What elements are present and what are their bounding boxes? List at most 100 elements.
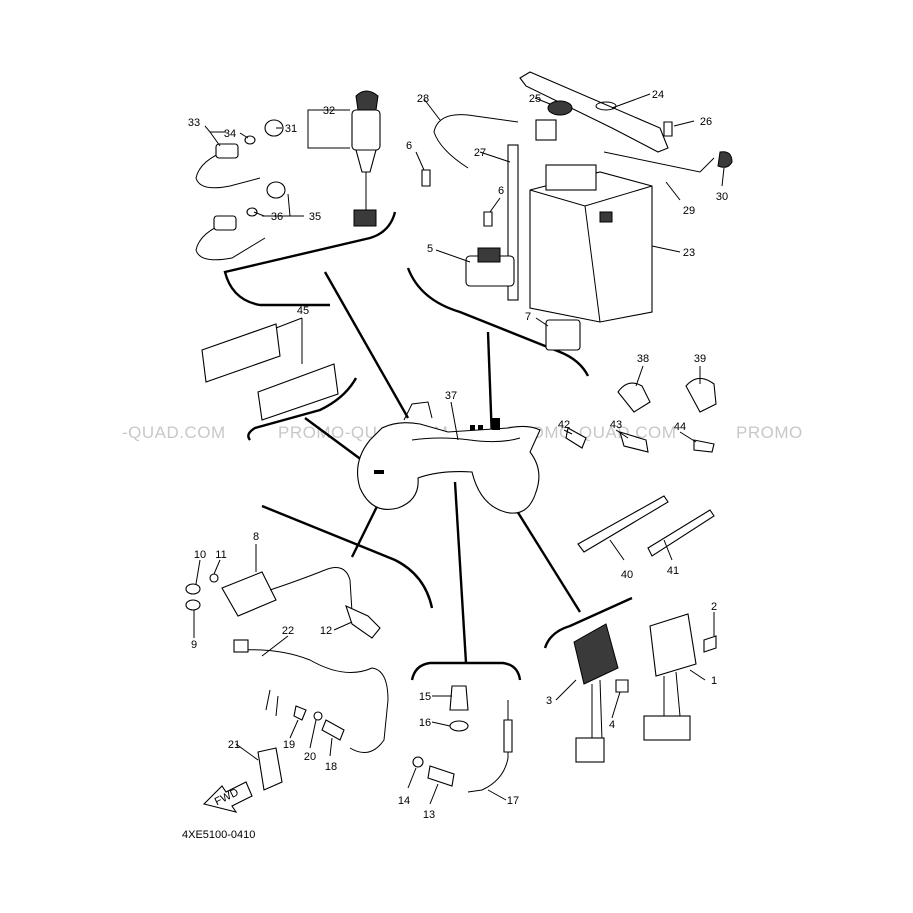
watermark-text-1: -QUAD.COM [122, 423, 226, 442]
callout-23: 23 [683, 247, 695, 259]
bracket-ignition [261, 504, 434, 609]
starter-relay-top [477, 247, 501, 263]
part-rectifier [573, 623, 629, 763]
spark-plug-cap-12 [345, 604, 381, 639]
ignition-coil-body [221, 571, 277, 617]
fuse-cover-lower [257, 363, 339, 421]
sensor-lower-wire [195, 221, 266, 261]
vehicle-outline [357, 401, 541, 514]
harness-22-wire [239, 649, 389, 753]
breather-pipe-27 [507, 144, 519, 301]
callout-10: 10 [194, 549, 206, 561]
vehicle-mark-4 [374, 470, 384, 474]
harness-leads [265, 689, 279, 717]
sensor-lower-plug [246, 207, 258, 217]
nut-30 [717, 151, 733, 168]
relay-7-body [545, 319, 581, 351]
part-battery-cables [433, 100, 733, 301]
callout-25: 25 [529, 93, 541, 105]
cdi-unit-leads [663, 671, 681, 717]
callout-26: 26 [700, 116, 712, 128]
bolt-26 [663, 121, 673, 137]
battery-edges [529, 185, 653, 323]
rectifier-body [573, 623, 619, 685]
callout-30: 30 [716, 191, 728, 203]
switch-13 [427, 765, 455, 787]
callout-14: 14 [398, 795, 410, 807]
band-40 [577, 495, 669, 553]
battery-terminal [599, 211, 613, 223]
band-41 [647, 509, 715, 557]
cdi-unit-body [649, 613, 697, 677]
cable-terminal-cover [535, 119, 557, 141]
callout-40: 40 [621, 569, 633, 581]
callouts: 1 2 3 4 5 6 6 7 8 9 10 11 12 13 14 15 16… [188, 89, 728, 821]
part-sensors [412, 685, 513, 793]
callout-32: 32 [323, 105, 335, 117]
callout-15: 15 [419, 691, 431, 703]
clip-39 [685, 377, 717, 413]
callout-28: 28 [417, 93, 429, 105]
leader-sensors [453, 481, 468, 664]
sensor-15 [449, 685, 469, 711]
callout-18: 18 [325, 761, 337, 773]
bolt-6a [421, 169, 431, 187]
callout-2: 2 [711, 601, 717, 613]
sensor-upper-wire [195, 149, 261, 189]
clip-38 [617, 382, 651, 413]
bracket-sensors [410, 661, 522, 681]
rectifier-connector [575, 737, 605, 763]
vehicle-mark-1 [470, 425, 475, 430]
fuse-cover-upper [201, 323, 281, 383]
bolt-9 [185, 599, 201, 611]
sensor-upper-body [215, 143, 239, 159]
vehicle-body [357, 422, 541, 514]
washer-20 [313, 711, 323, 721]
callout-41: 41 [667, 565, 679, 577]
callout-6b: 6 [498, 185, 504, 197]
callout-35: 35 [309, 211, 321, 223]
bolt-6b [483, 211, 493, 227]
vehicle-mark-2 [478, 425, 483, 430]
battery-body [529, 171, 653, 323]
callout-19: 19 [283, 739, 295, 751]
callout-45: 45 [297, 305, 309, 317]
callout-4: 4 [609, 719, 615, 731]
callout-9: 9 [191, 639, 197, 651]
sensor-lower-cap [266, 181, 286, 199]
callout-34: 34 [224, 128, 236, 140]
bolt-2 [703, 635, 717, 653]
callout-44: 44 [674, 421, 686, 433]
callout-24: 24 [652, 89, 664, 101]
clip-44 [693, 439, 715, 453]
part-clips [565, 377, 717, 557]
callout-11: 11 [215, 549, 226, 561]
callout-1: 1 [711, 675, 717, 687]
switch-18 [321, 719, 345, 741]
part-battery-band [519, 71, 669, 153]
callout-31: 31 [285, 123, 297, 135]
part-ignition-coil [185, 567, 381, 639]
ignition-coil-lead [269, 567, 353, 613]
callout-27: 27 [474, 147, 486, 159]
callout-5: 5 [427, 243, 433, 255]
sensor-upper-cap [264, 119, 284, 137]
battery-band-body [519, 71, 669, 153]
callout-8: 8 [253, 531, 259, 543]
part-relay-7 [545, 319, 581, 351]
bracket-rectifier [543, 596, 633, 649]
callout-3: 3 [546, 695, 552, 707]
callout-7: 7 [525, 311, 531, 323]
callout-42: 42 [558, 419, 570, 431]
diagram-code: 4XE5100-0410 [182, 829, 255, 841]
part-starter-relay [465, 247, 515, 287]
vehicle-harness [411, 437, 521, 443]
gasket-16 [449, 720, 469, 732]
callout-6a: 6 [406, 140, 412, 152]
cover-21 [257, 747, 283, 791]
callout-21: 21 [228, 739, 240, 751]
cable-28 [433, 114, 519, 169]
watermark-text-4: PROMO [736, 423, 803, 442]
main-switch-connector [353, 209, 377, 227]
fwd-arrow-shape [202, 781, 253, 813]
